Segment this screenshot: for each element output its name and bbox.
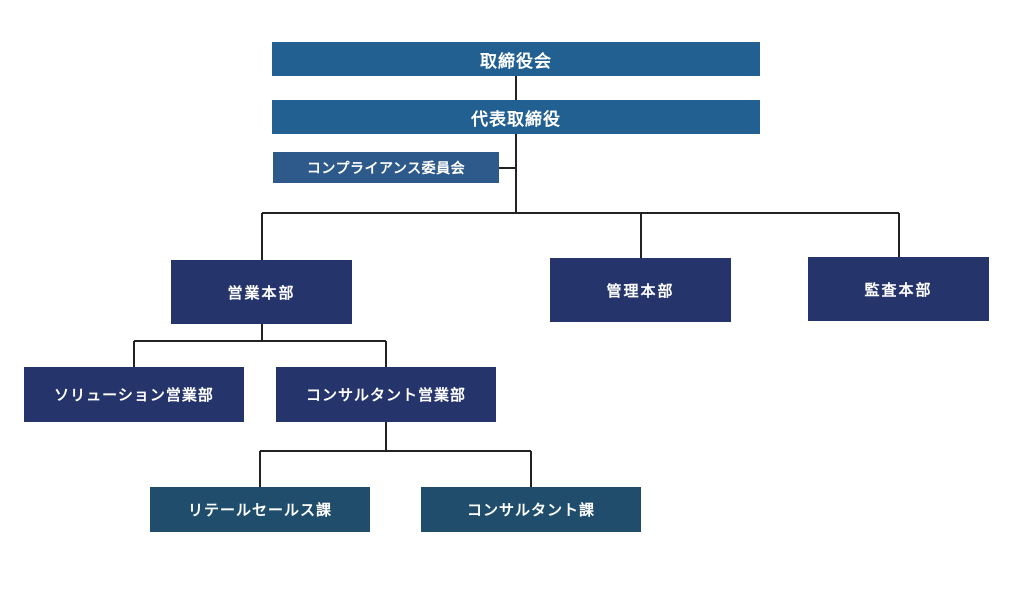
representative-director-box: 代表取締役 [272,100,760,134]
compliance-committee-box: コンプライアンス委員会 [273,152,499,183]
retail-sales-section-box: リテールセールス課 [150,487,370,532]
solution-sales-department-box: ソリューション営業部 [24,367,244,422]
board-of-directors-box: 取締役会 [272,42,760,76]
sales-division-box: 営業本部 [171,260,352,324]
audit-division-box: 監査本部 [808,257,989,321]
consulting-section-box: コンサルタント課 [421,487,641,532]
consulting-sales-department-box: コンサルタント営業部 [276,367,496,422]
administration-division-box: 管理本部 [550,258,731,322]
